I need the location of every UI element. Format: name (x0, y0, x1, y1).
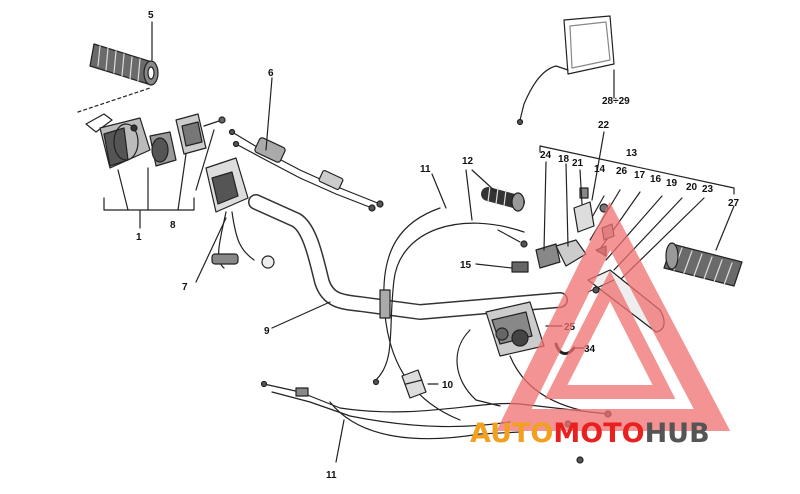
cable-part-11-lower (260, 380, 612, 464)
callout-20: 20 (686, 182, 698, 193)
screw-part-8 (203, 116, 226, 127)
callout-9: 9 (264, 326, 270, 337)
cable-boot-part-12 (481, 185, 528, 248)
callout-12: 12 (462, 156, 474, 167)
lever-bracket-parts (535, 187, 615, 269)
callout-11-lower: 11 (326, 470, 337, 481)
cable-part-11-upper (372, 207, 525, 421)
callout-27: 27 (728, 198, 740, 209)
watermark-hub: HUB (645, 418, 710, 449)
throttle-housing-part-1 (85, 113, 207, 169)
watermark-triangle-icon (496, 201, 731, 431)
callout-15: 15 (460, 260, 472, 271)
switch-housing-part-25 (456, 301, 581, 411)
mirror-part-28-29 (516, 15, 615, 126)
watermark-auto: AUTO (470, 418, 553, 449)
callout-5: 5 (148, 10, 154, 21)
callout-10: 10 (442, 380, 454, 391)
callout-16: 16 (650, 174, 662, 185)
connector-part-15 (511, 261, 529, 273)
callout-28-29: 28÷29 (602, 96, 630, 107)
callout-23: 23 (702, 184, 714, 195)
svg-text:AUTOMOTOHUB: AUTOMOTOHUB (470, 418, 710, 449)
watermark: AUTOMOTOHUB (470, 201, 731, 449)
clip-part-10 (401, 369, 427, 399)
callout-19: 19 (666, 178, 678, 189)
callout-17: 17 (634, 170, 646, 181)
callout-8: 8 (170, 220, 176, 231)
throttle-grip-part-5 (89, 43, 159, 86)
callout-11-upper: 11 (420, 164, 431, 175)
callout-6: 6 (268, 68, 274, 79)
callout-14: 14 (594, 164, 606, 175)
callout-26: 26 (616, 166, 628, 177)
callout-13: 13 (626, 148, 638, 159)
callout-1: 1 (136, 232, 142, 243)
callout-24: 24 (540, 150, 552, 161)
callout-34: 34 (584, 344, 596, 355)
callout-21: 21 (572, 158, 584, 169)
watermark-moto: MOTO (553, 418, 644, 449)
grip-part-27 (663, 242, 743, 287)
callout-18: 18 (558, 154, 570, 165)
callout-22: 22 (598, 120, 610, 131)
callout-7: 7 (182, 282, 188, 293)
switch-part-7 (205, 157, 275, 269)
throttle-cables-part-6 (228, 128, 384, 212)
